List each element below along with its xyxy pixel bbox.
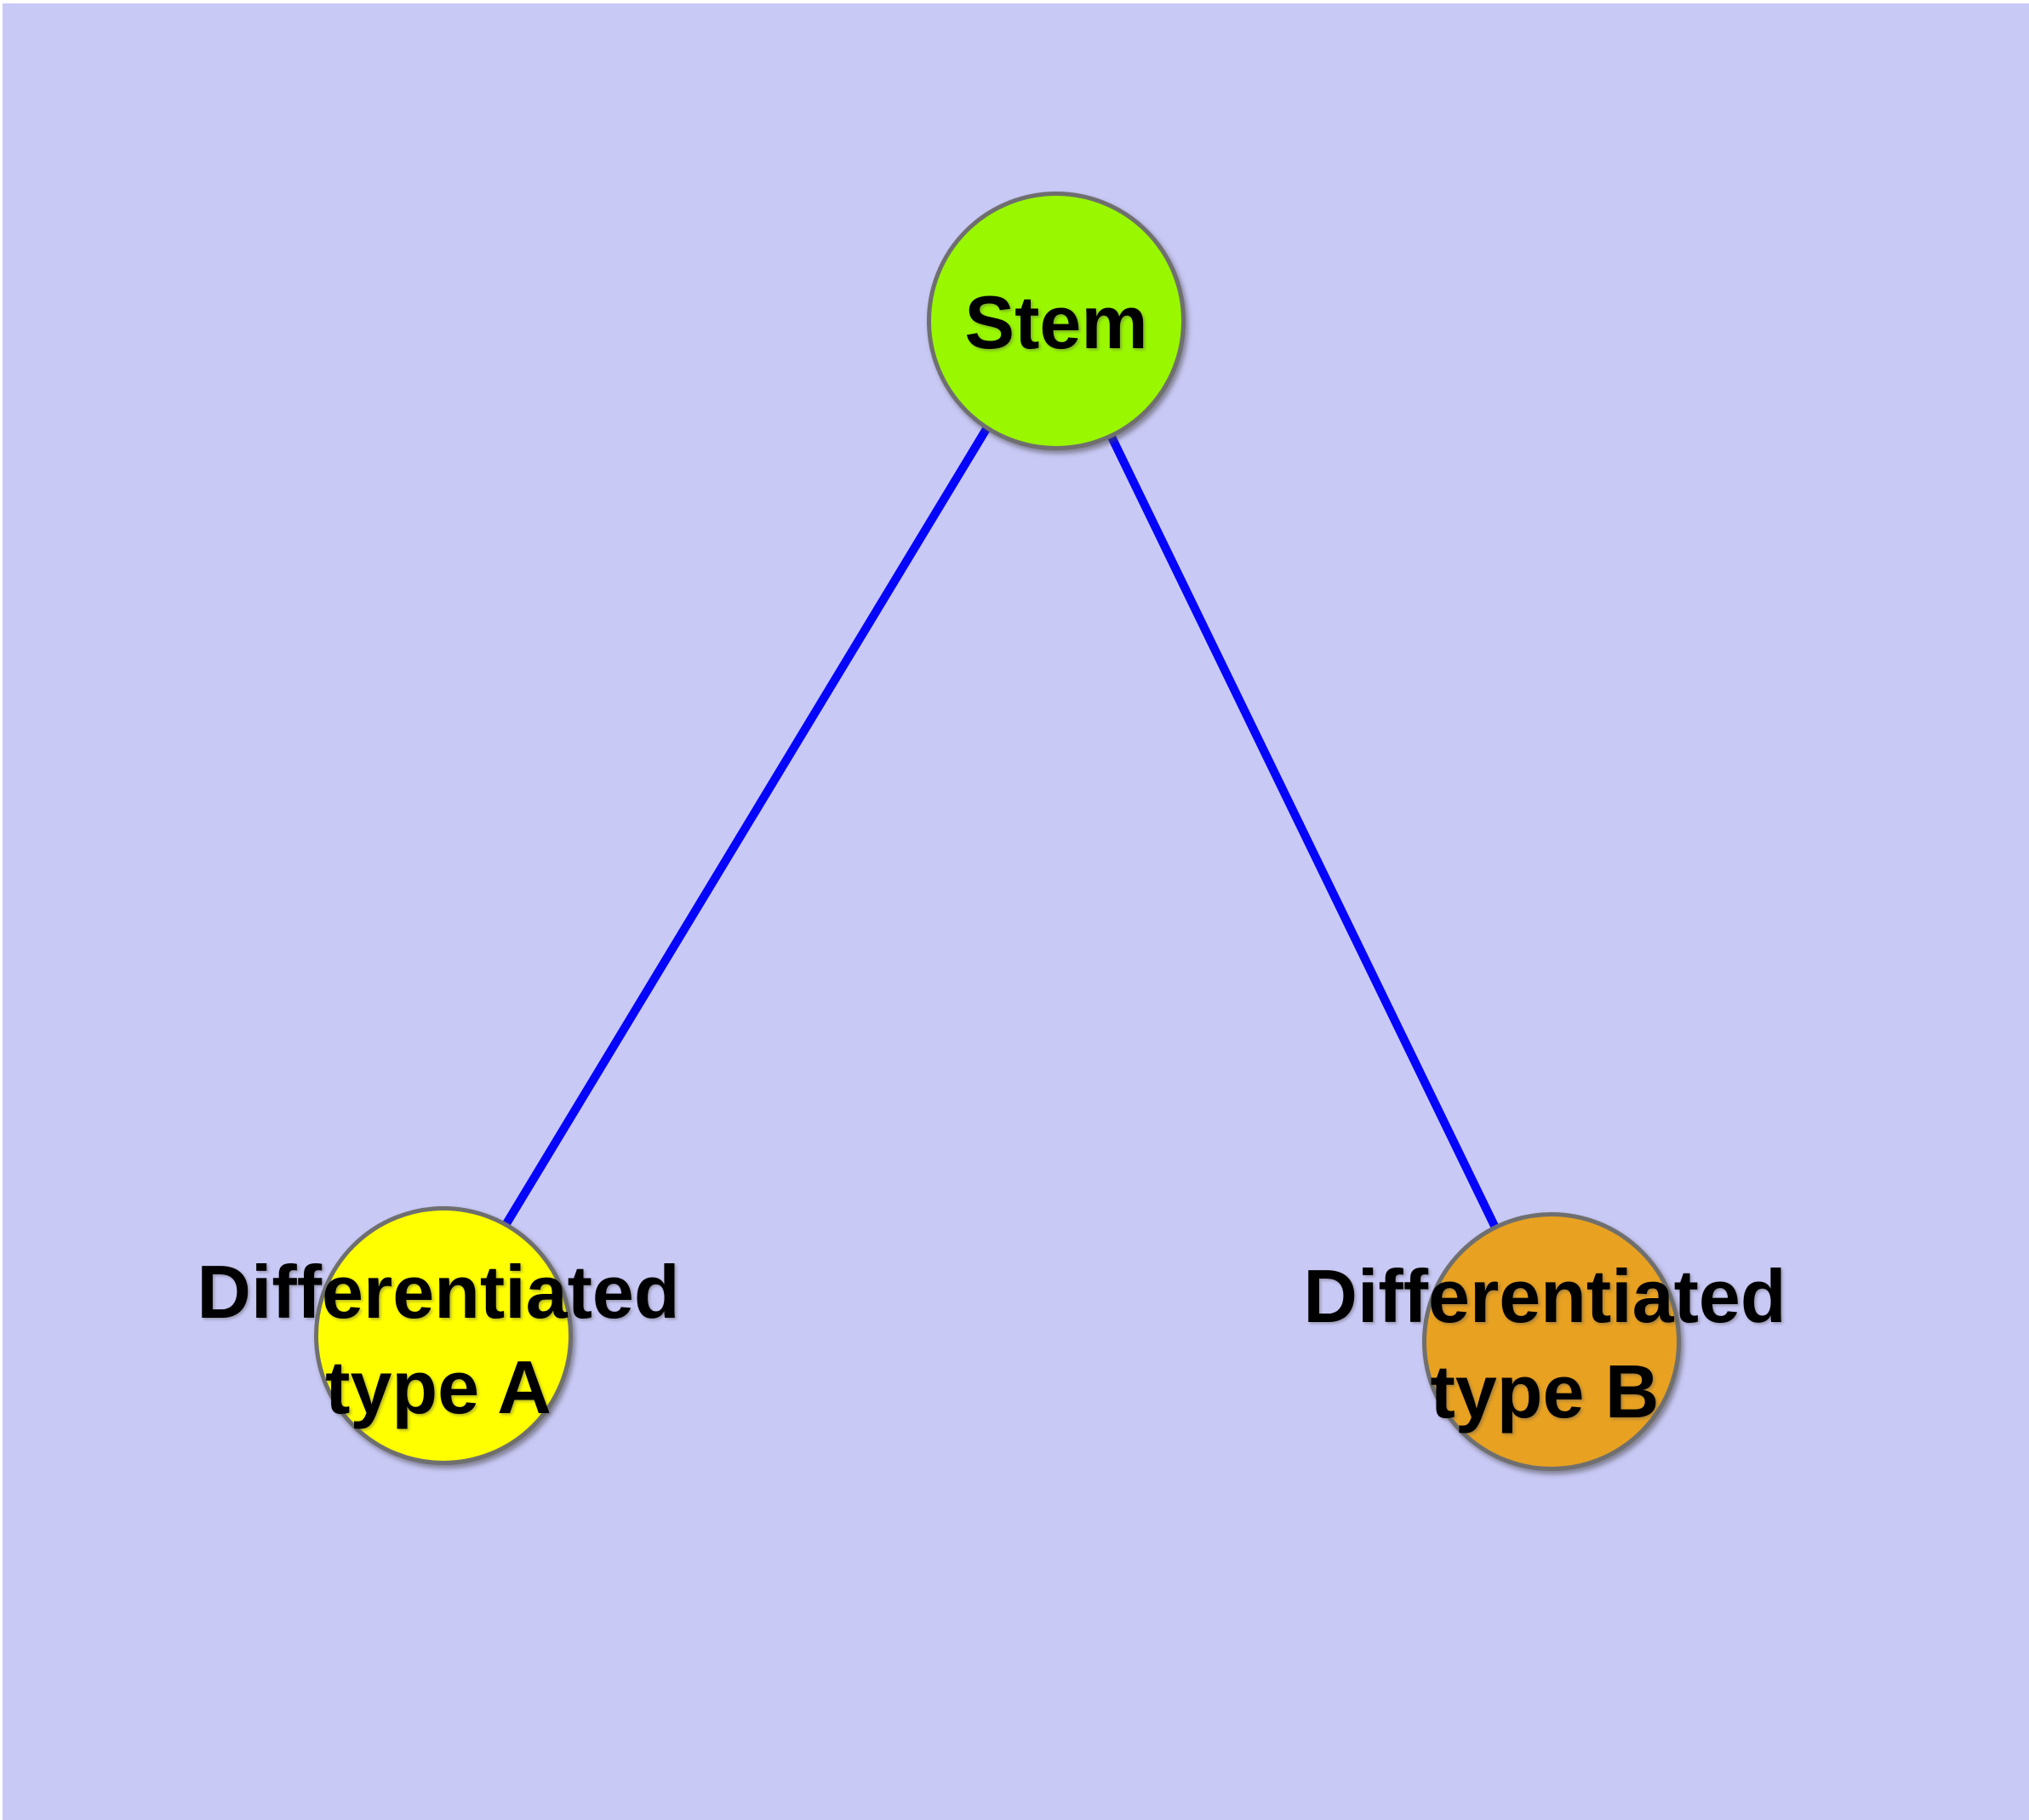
differentiated-type-a-node-circle xyxy=(314,1206,573,1465)
differentiated-type-b-node-circle xyxy=(1422,1212,1681,1471)
diagram-canvas: Stem Differentiated type A Differentiate… xyxy=(3,3,2029,1820)
stem-node-circle xyxy=(927,192,1186,450)
differentiated-type-b-node-label: Differentiated type B xyxy=(1303,1254,1786,1434)
differentiated-type-a-node-label: Differentiated type A xyxy=(197,1250,680,1429)
edge-stem-to-type-a xyxy=(437,315,1058,1335)
edges-layer xyxy=(437,315,1553,1341)
stem-node-label: Stem xyxy=(964,280,1148,364)
edge-stem-to-type-b xyxy=(1049,315,1553,1341)
